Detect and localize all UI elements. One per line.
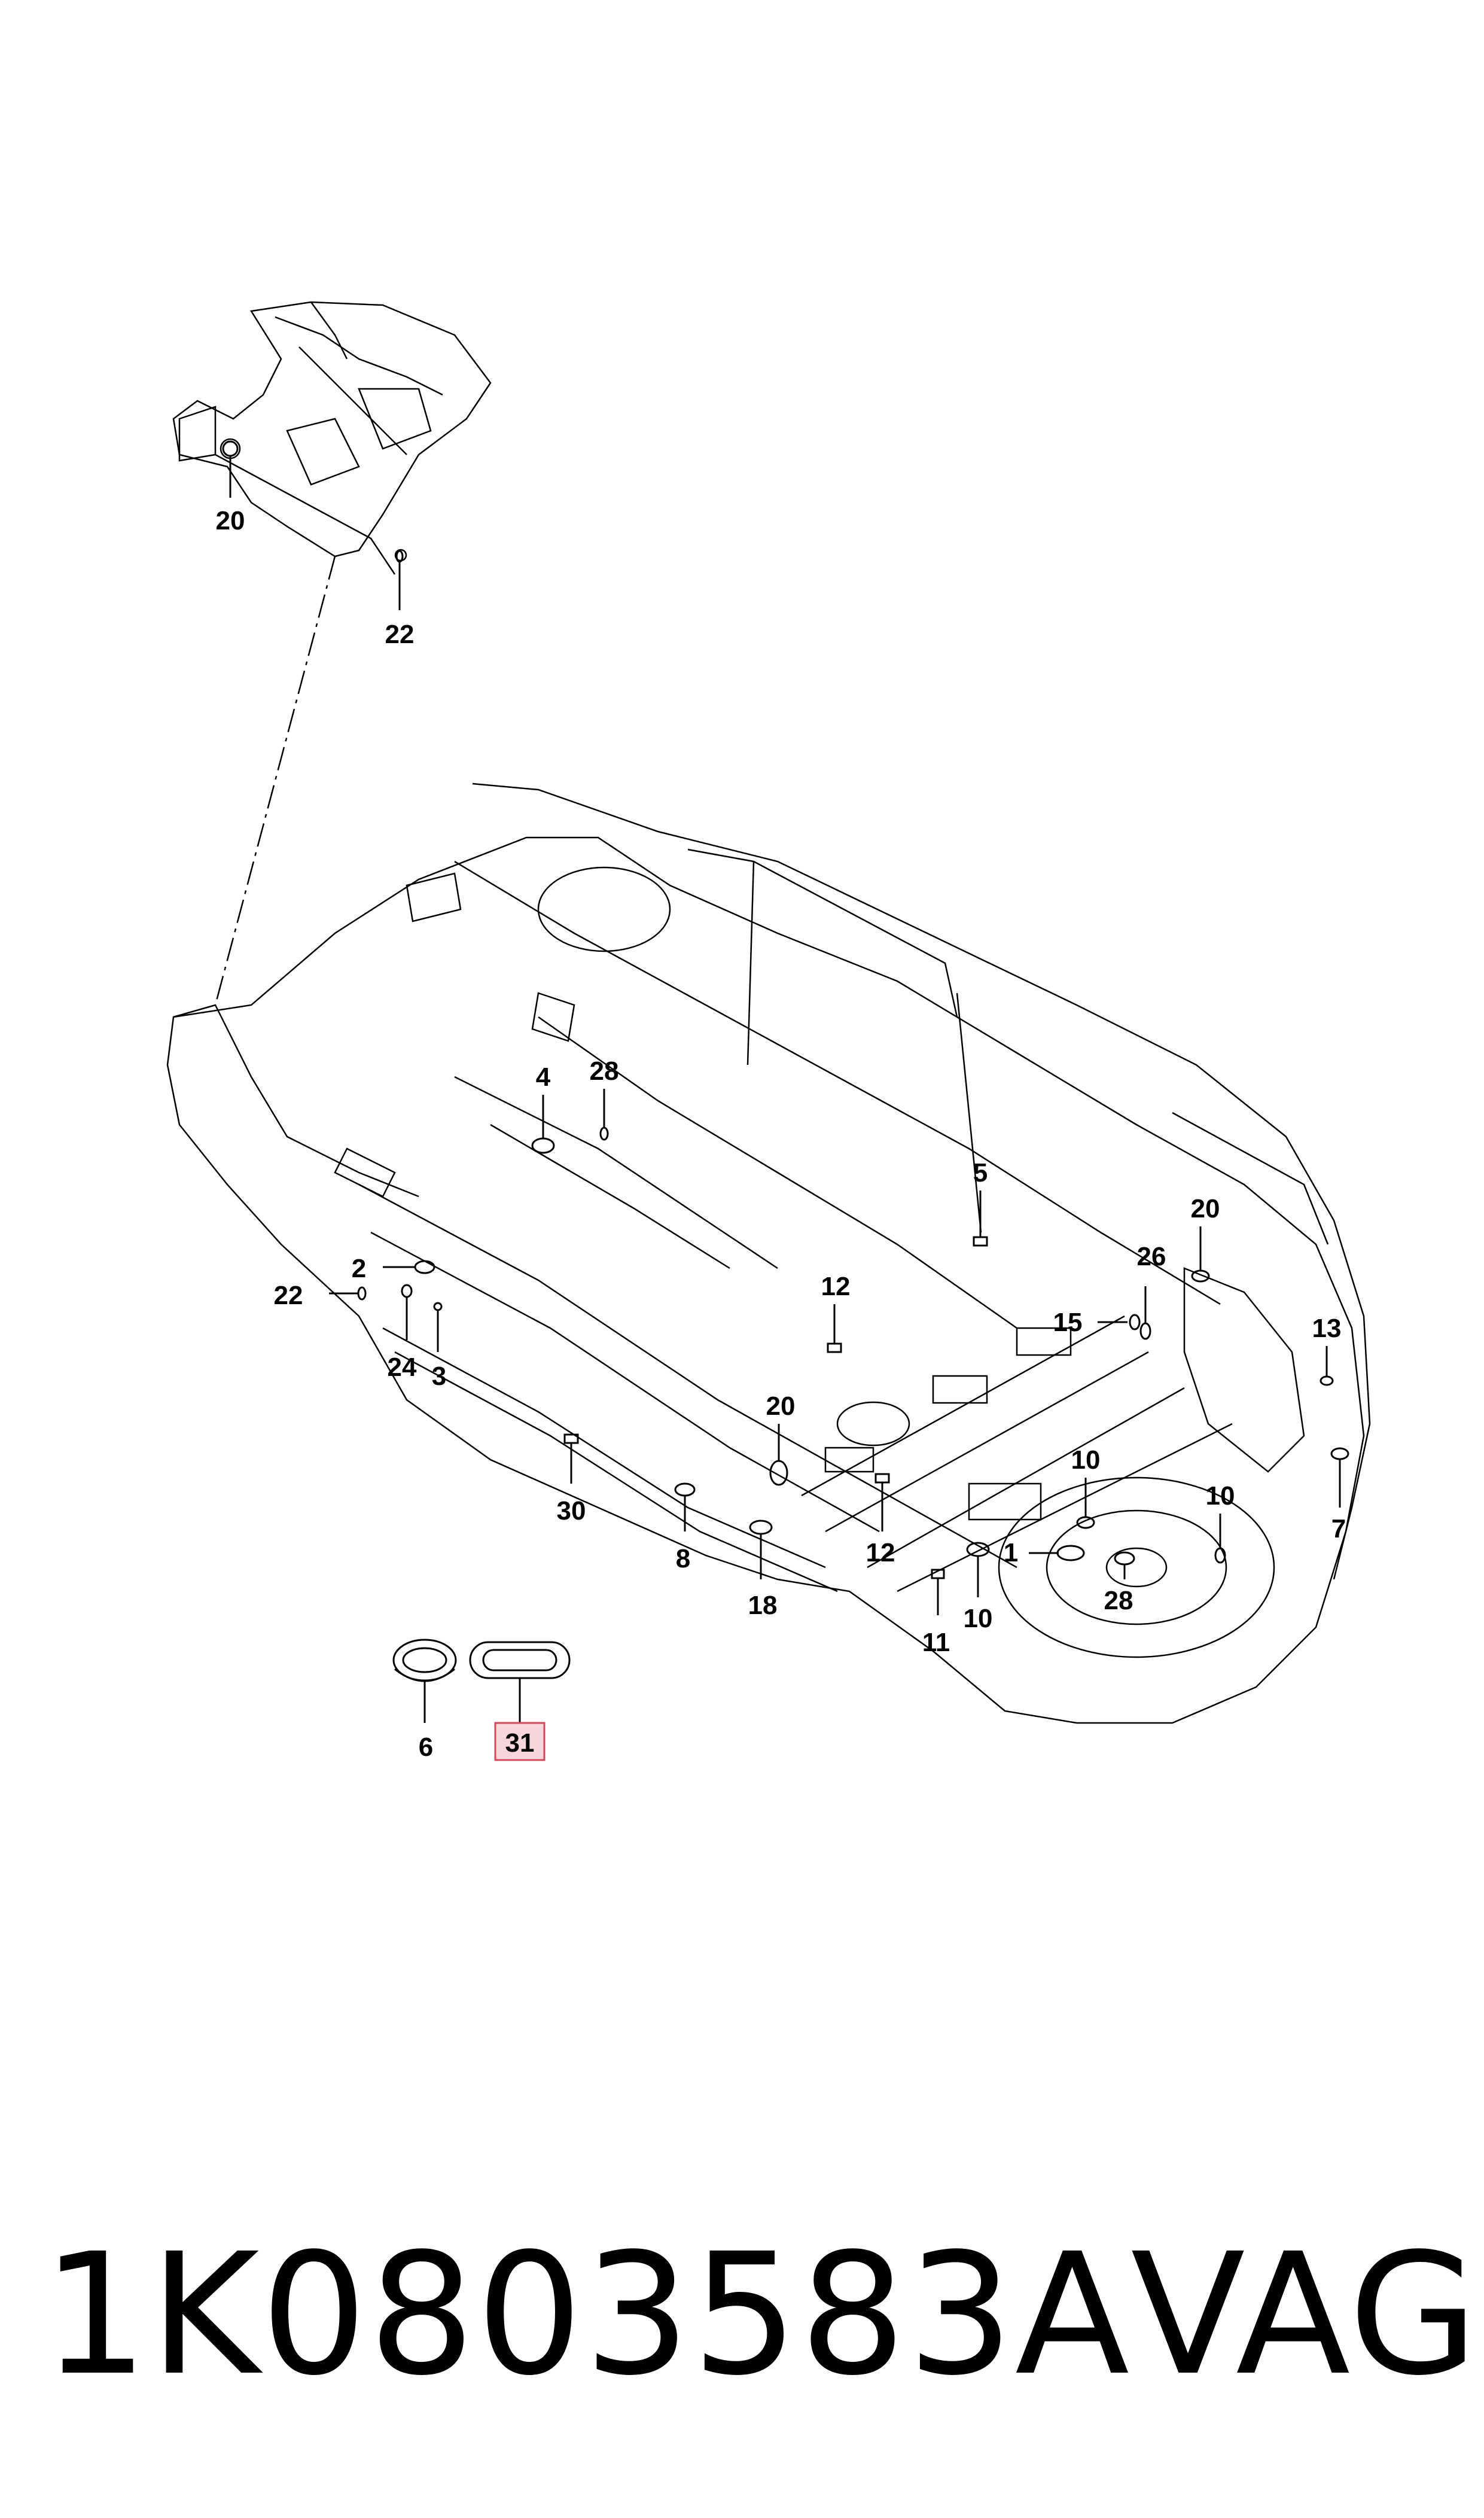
callout-28-front: 28 [590,1056,619,1086]
callout-22-main: 22 [274,1281,303,1310]
part-number-footer: 1K0803583A VAG [42,2218,1479,2413]
callout-26: 26 [1137,1242,1166,1271]
vehicle-body-drawing [166,783,1371,1724]
callout-7: 7 [1331,1514,1346,1543]
callout-24: 24 [388,1353,417,1382]
callout-28-rear: 28 [1104,1586,1133,1615]
callout-4: 4 [536,1062,551,1092]
connector-line [214,556,336,1006]
callout-10-upper-left: 10 [1071,1445,1101,1475]
callout-3: 3 [432,1362,446,1391]
part-number: 1K0803583A [42,2218,1131,2413]
callout-15: 15 [1053,1308,1083,1337]
highlight-box [494,1722,546,1761]
callout-30: 30 [557,1496,586,1526]
callout-12-upper: 12 [821,1272,851,1301]
callout-11: 11 [922,1628,950,1657]
fastener-markers [222,440,1349,1682]
callout-1: 1 [1004,1538,1018,1567]
callout-13: 13 [1312,1314,1342,1343]
callout-5: 5 [973,1158,988,1188]
callout-labels: 20 22 4 28 5 20 26 2 22 24 3 12 15 13 20… [216,506,1346,1762]
callout-22-inset: 22 [385,620,415,649]
leader-lines [229,456,1341,1723]
callout-18: 18 [748,1591,778,1620]
callout-20-inset: 20 [216,506,245,535]
callout-31-highlighted: 31 [505,1728,535,1758]
parts-diagram: 20 22 4 28 5 20 26 2 22 24 3 12 15 13 20… [166,301,1371,1762]
callout-12-lower: 12 [866,1538,895,1567]
callout-6: 6 [419,1733,433,1762]
inset-panel-drawing [172,301,492,575]
callout-20-middle: 20 [766,1392,796,1421]
callout-2: 2 [352,1254,366,1283]
callout-8: 8 [676,1544,690,1573]
callout-10-upper-right: 10 [1206,1481,1235,1511]
callout-20-rear: 20 [1191,1194,1220,1223]
callout-10-lower: 10 [964,1604,993,1633]
brand-name: VAG [1130,2218,1480,2413]
